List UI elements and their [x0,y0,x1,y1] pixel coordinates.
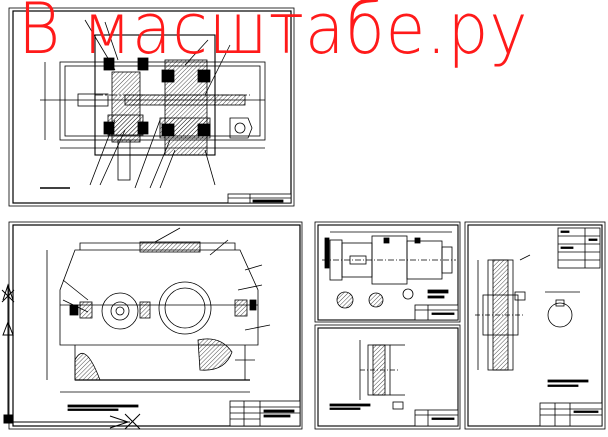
sheet-housing-drawing [8,221,303,430]
shaft-view [322,231,456,309]
sheet-assembly-drawing [8,7,295,207]
sheet-gear-wheel-drawing [464,221,606,430]
gear-wheel-view [475,254,589,387]
title-block [414,304,459,321]
sheet-cover-drawing [314,324,461,430]
title-block [414,409,459,427]
sheet-shaft-drawing [314,221,461,323]
cover-view [329,340,405,410]
gear-table [557,227,601,269]
title-block [227,193,292,204]
ucs-axes-icon [1,283,141,430]
title-block [539,402,603,427]
gearbox-housing-view [46,227,271,411]
reducer-assembly-view [40,19,266,189]
site-watermark: В масштабе.ру [18,0,529,70]
title-block [229,400,301,427]
